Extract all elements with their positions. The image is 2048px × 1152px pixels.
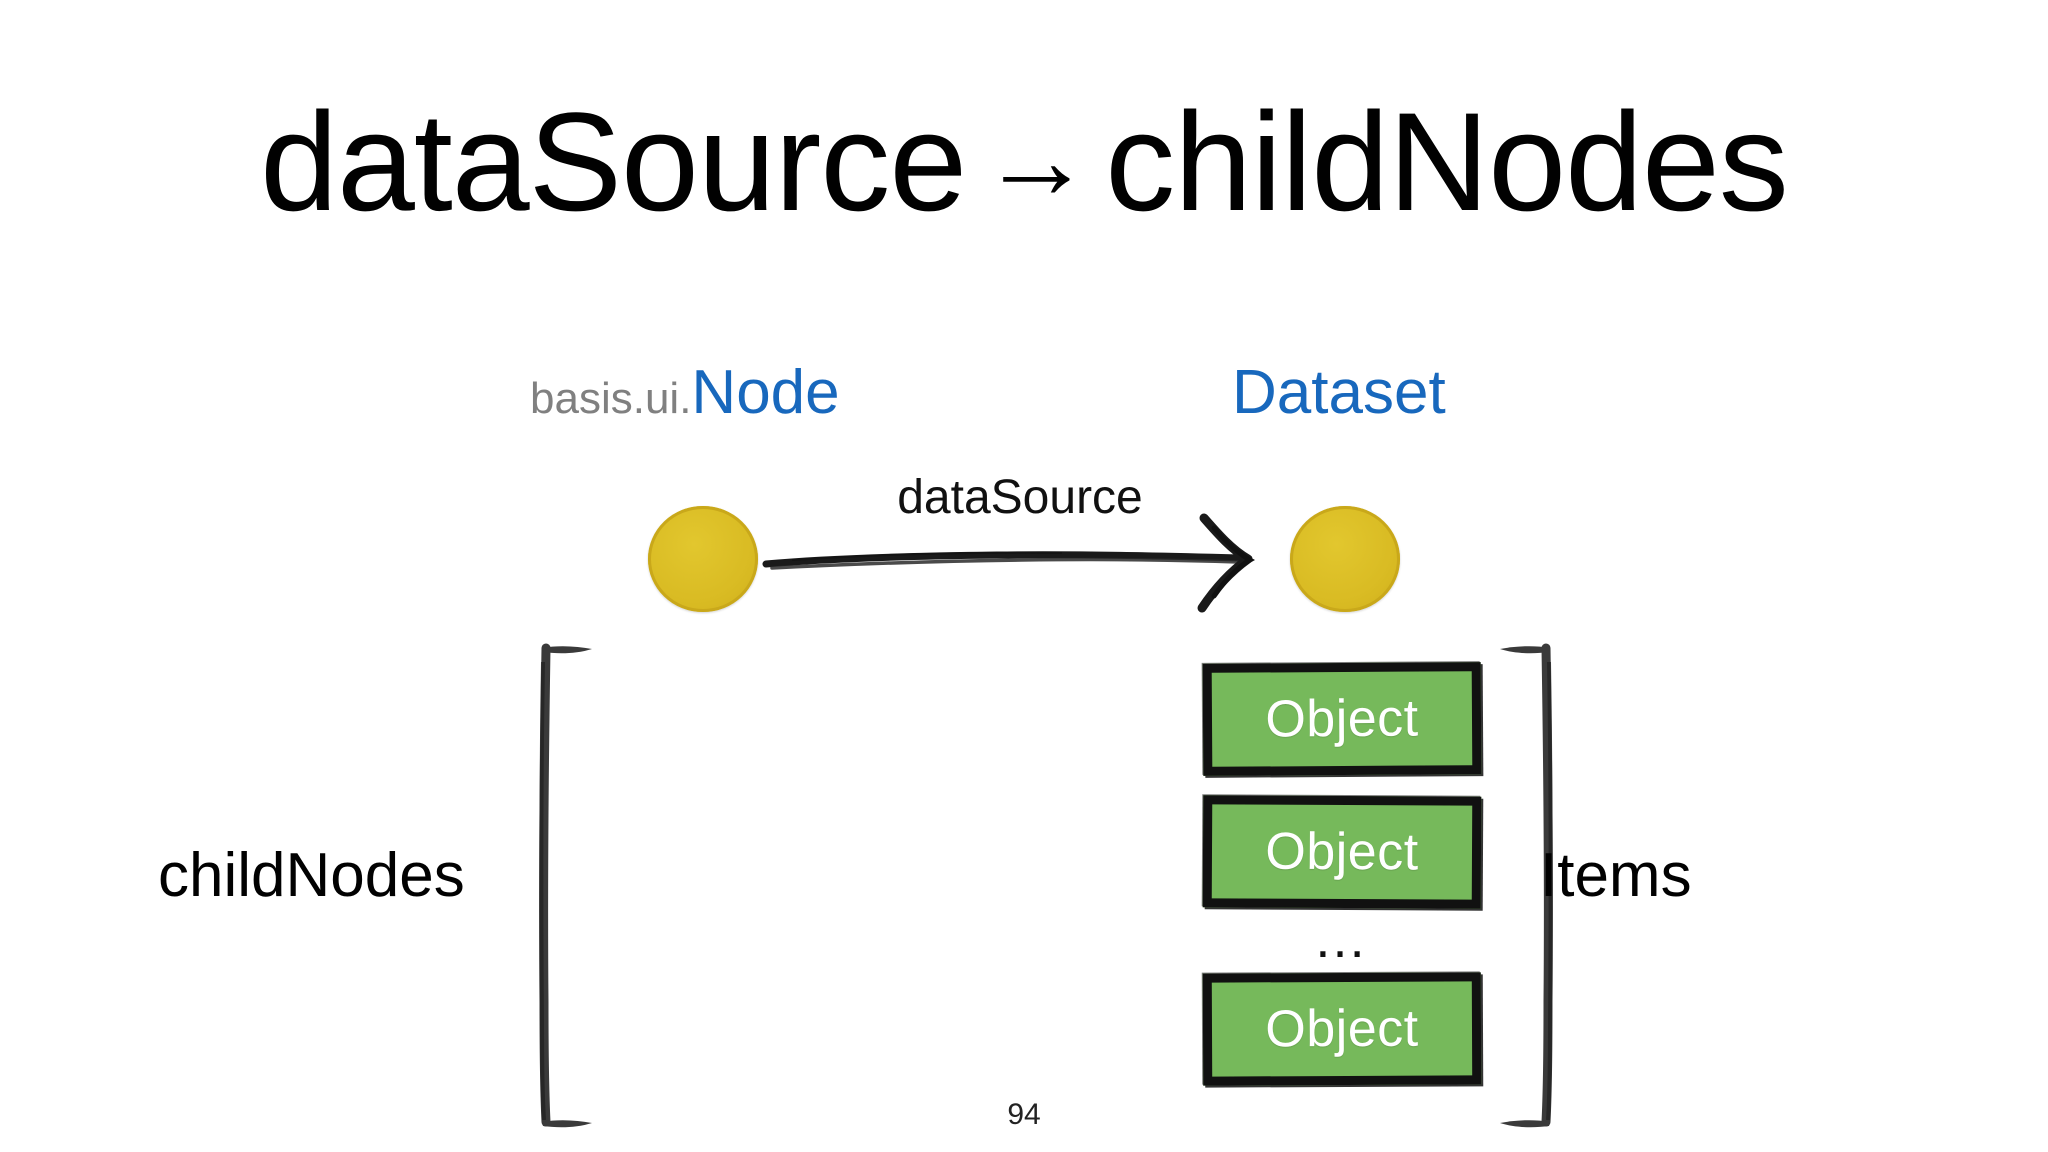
object-list-ellipsis: … (1313, 909, 1371, 969)
datasource-arrow-label: dataSource (897, 471, 1143, 524)
object-box-label: Object (1265, 689, 1419, 749)
page-title: dataSource→childNodes (0, 88, 2048, 235)
page-number: 94 (1007, 1098, 1041, 1131)
items-label: Items (1540, 841, 1692, 910)
heading-dataset: Dataset (1232, 358, 1446, 427)
title-left-term: dataSource (260, 83, 967, 240)
node-circle (648, 506, 758, 612)
datasource-arrow-icon (762, 513, 1255, 613)
title-right-term: childNodes (1105, 83, 1789, 240)
object-box: Object (1202, 972, 1482, 1086)
heading-node: basis.ui.Node (530, 362, 840, 424)
right-arrow-icon: → (980, 97, 1092, 222)
object-box: Object (1202, 662, 1482, 776)
object-box-label: Object (1265, 822, 1419, 882)
childnodes-bracket-icon (539, 643, 592, 1128)
heading-node-class: Node (691, 358, 840, 427)
object-box-label: Object (1265, 999, 1419, 1059)
items-bracket-icon (1500, 643, 1553, 1128)
dataset-circle (1290, 506, 1400, 612)
object-box: Object (1202, 795, 1482, 909)
childnodes-label: childNodes (158, 841, 465, 910)
heading-node-namespace: basis.ui. (530, 374, 692, 423)
